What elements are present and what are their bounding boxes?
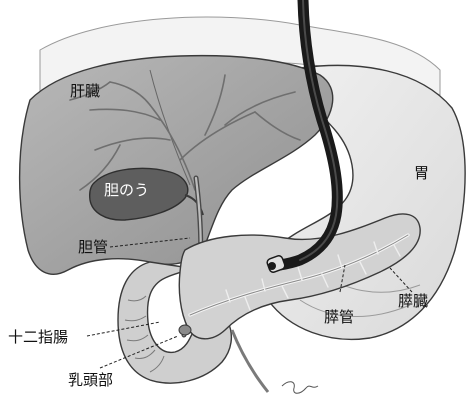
artist-signature [282,382,318,394]
label-gallbladder: 胆のう [104,183,149,198]
label-pancreatic-duct: 膵管 [324,310,354,325]
label-papilla: 乳頭部 [68,373,113,388]
label-duodenum: 十二指腸 [8,330,68,345]
papilla [179,325,191,335]
portal-vein [232,330,268,392]
label-pancreas: 膵臓 [398,294,428,309]
label-liver: 肝臓 [70,84,100,99]
label-stomach: 胃 [414,166,429,181]
label-bile-duct: 胆管 [78,240,108,255]
